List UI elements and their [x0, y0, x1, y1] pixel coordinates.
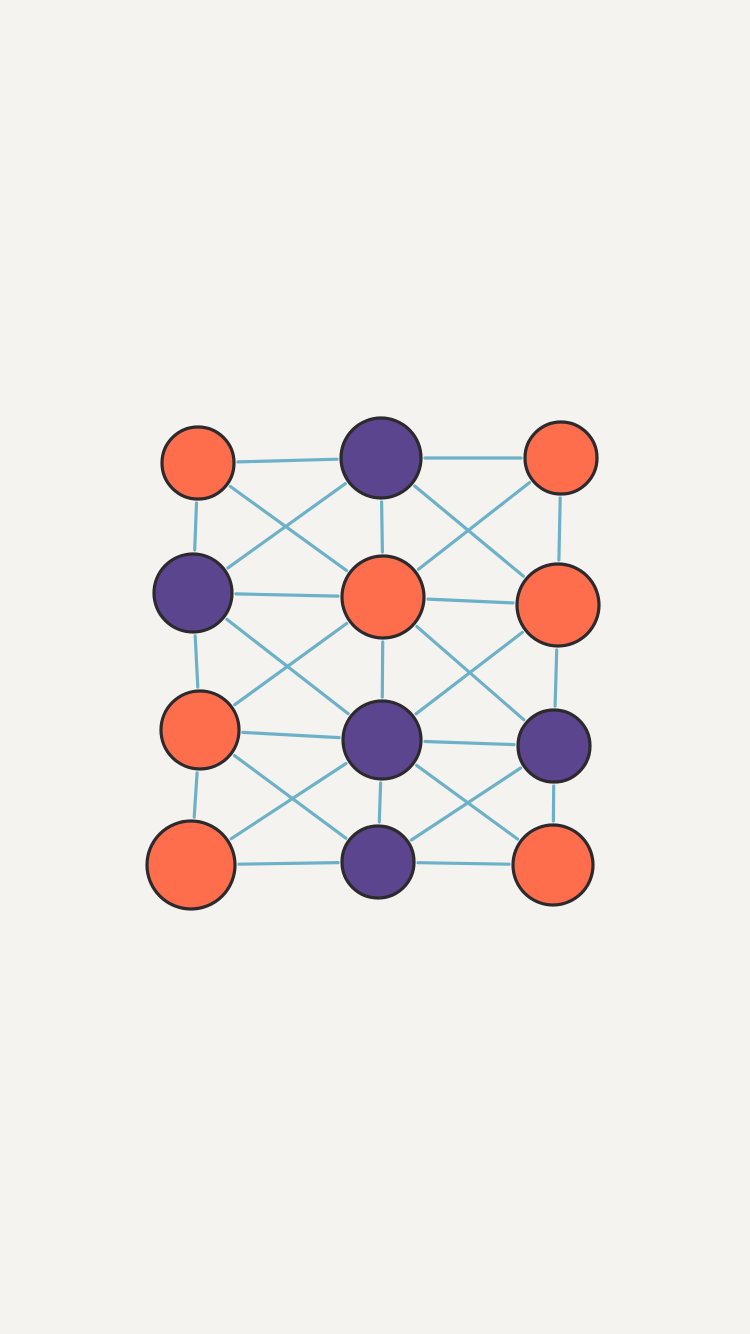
edge-n7-n11 — [232, 753, 348, 840]
node-n12-orange[interactable] — [511, 823, 595, 907]
edge-n5-n6 — [426, 597, 515, 605]
edge-n1-n2 — [236, 457, 339, 464]
node-n7-orange[interactable] — [159, 689, 241, 771]
edge-n8-n11 — [377, 781, 383, 824]
edge-n7-n8 — [241, 730, 341, 740]
edge-n9-n11 — [409, 766, 523, 842]
edge-n6-n9 — [553, 648, 559, 708]
edge-n2-n5 — [380, 500, 384, 554]
node-n4-purple[interactable] — [152, 552, 234, 634]
edge-n5-n7 — [233, 621, 349, 707]
edge-n3-n5 — [416, 481, 532, 571]
edge-layer — [192, 456, 562, 866]
node-n3-orange[interactable] — [523, 420, 599, 496]
node-n9-purple[interactable] — [516, 708, 592, 784]
node-n11-purple[interactable] — [340, 824, 416, 900]
edge-n6-n8 — [414, 630, 524, 716]
edge-n10-n11 — [237, 860, 340, 866]
edge-n8-n10 — [229, 761, 348, 841]
edge-n11-n12 — [416, 861, 511, 866]
edge-n7-n10 — [192, 771, 199, 819]
node-n8-purple[interactable] — [341, 699, 423, 781]
edge-n3-n6 — [557, 496, 562, 562]
edge-n1-n4 — [193, 501, 199, 552]
node-n5-orange[interactable] — [340, 554, 426, 640]
node-n6-orange[interactable] — [515, 562, 601, 648]
node-n2-purple[interactable] — [339, 416, 423, 500]
edge-n2-n4 — [226, 482, 347, 570]
edge-n4-n5 — [234, 592, 340, 598]
edge-n1-n5 — [228, 484, 349, 573]
node-n1-orange[interactable] — [160, 425, 236, 501]
node-layer — [145, 416, 601, 911]
edge-n4-n7 — [193, 634, 200, 689]
edge-n8-n9 — [423, 739, 516, 747]
node-n10-orange[interactable] — [145, 819, 237, 911]
